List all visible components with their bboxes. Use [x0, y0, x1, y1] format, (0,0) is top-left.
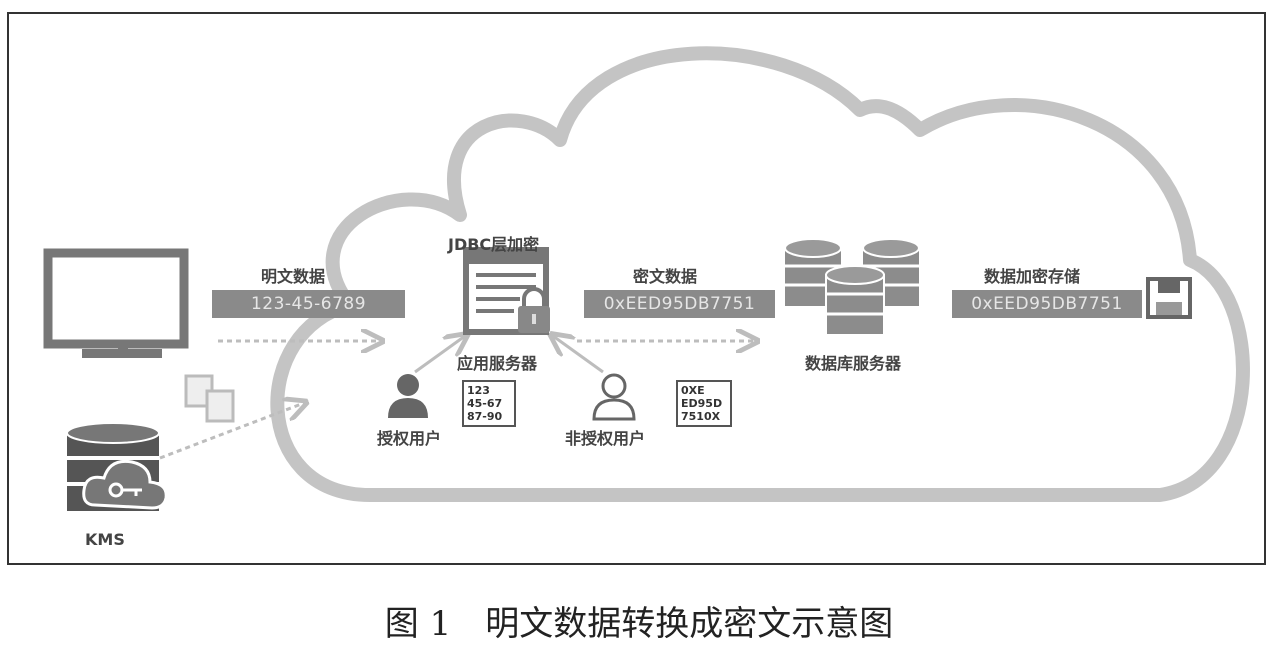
ciphertext-label: 密文数据: [633, 267, 698, 286]
authorized-note-line: 45-67: [467, 397, 503, 410]
plaintext-value-box: 123-45-6789: [212, 290, 405, 318]
jdbc-label: JDBC层加密: [448, 235, 540, 254]
authorized-note-line: 87-90: [467, 410, 503, 423]
authorized-note-line: 123: [467, 384, 490, 397]
authorized-note: 123 45-67 87-90: [462, 380, 516, 427]
arrow-auth: [414, 336, 465, 374]
app-server-label: 应用服务器: [457, 354, 538, 373]
unauthorized-note-line: 0XE: [681, 384, 705, 397]
unauthorized-note-line: 7510X: [681, 410, 721, 423]
database-icon: [784, 238, 920, 336]
arrow-kms: [159, 403, 304, 460]
monitor-icon: [43, 248, 189, 358]
arrow-unauth: [553, 336, 604, 374]
document-copy-icon: [184, 374, 235, 423]
authorized-user-icon: [388, 374, 428, 418]
unauthorized-note-line: ED95D: [681, 397, 723, 410]
authorized-user-label: 授权用户: [377, 429, 442, 448]
unauthorized-user-icon: [592, 373, 636, 421]
unauthorized-note: 0XE ED95D 7510X: [676, 380, 732, 427]
floppy-disk-icon: [1146, 277, 1192, 319]
kms-label: KMS: [85, 530, 125, 549]
figure-caption: 图 1 明文数据转换成密文示意图: [384, 604, 894, 644]
plaintext-label: 明文数据: [261, 267, 326, 286]
ciphertext-value-box: 0xEED95DB7751: [584, 290, 775, 318]
encrypted-storage-label: 数据加密存储: [984, 267, 1081, 286]
unauthorized-user-label: 非授权用户: [565, 429, 646, 448]
kms-icon: [66, 422, 168, 511]
lock-icon: [518, 287, 550, 333]
stored-value-box: 0xEED95DB7751: [952, 290, 1142, 318]
db-server-label: 数据库服务器: [805, 354, 902, 373]
